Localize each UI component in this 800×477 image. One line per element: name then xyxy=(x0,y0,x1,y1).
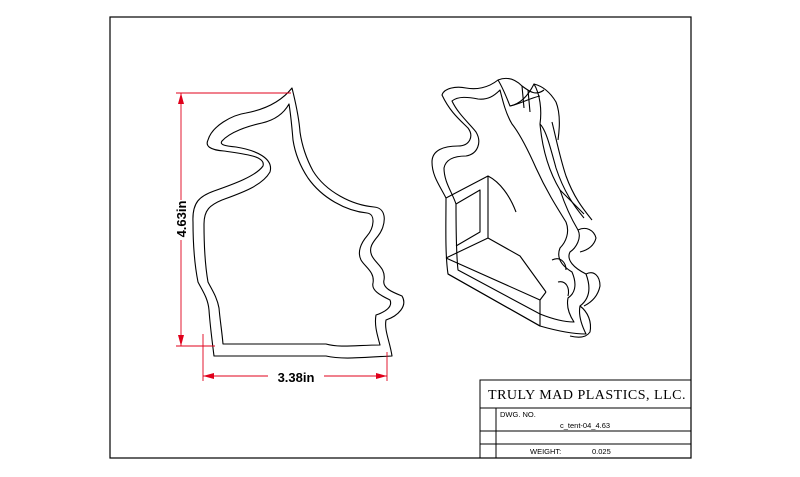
drawing-border xyxy=(109,16,692,459)
height-dimension xyxy=(176,92,291,347)
dwg-no-value: c_tent-04_4.63 xyxy=(560,421,610,430)
height-dimension-label: 4.63in xyxy=(174,201,189,238)
weight-label: WEIGHT: xyxy=(530,447,561,456)
weight-value: 0.025 xyxy=(592,447,611,456)
dwg-no-label: DWG. NO. xyxy=(500,410,536,419)
tent-cutter-isometric-icon xyxy=(431,77,601,338)
company-name: TRULY MAD PLASTICS, LLC. xyxy=(488,388,686,403)
title-block xyxy=(479,379,692,459)
tent-cutter-outline-icon xyxy=(192,87,405,359)
width-dimension-label: 3.38in xyxy=(278,370,315,385)
